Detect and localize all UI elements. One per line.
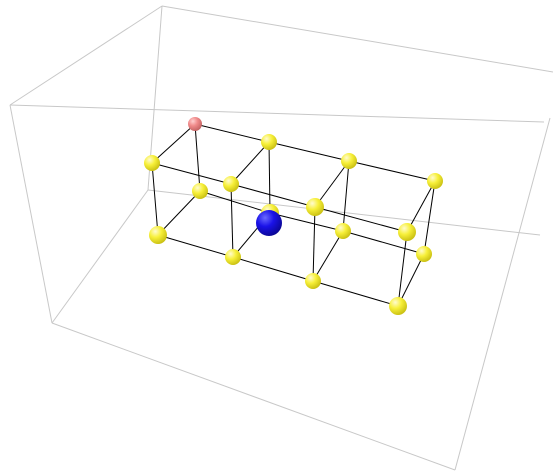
lattice-edge [230, 183, 234, 258]
bounding-box-edge [51, 322, 456, 471]
yellow-atom [149, 226, 167, 244]
lattice-edge [151, 123, 196, 164]
lattice-edge [342, 160, 350, 232]
lattice-edge [397, 231, 408, 307]
yellow-atom [306, 198, 324, 216]
lattice-edge [194, 123, 270, 143]
lattice-edge [157, 234, 234, 258]
yellow-atom [335, 223, 351, 239]
yellow-atom [144, 155, 160, 171]
yellow-atom [341, 153, 357, 169]
lattice-edge [314, 160, 350, 208]
lattice-edges [151, 123, 436, 307]
lattice-edge [230, 183, 316, 208]
lattice-edge [397, 253, 425, 307]
yellow-atom [416, 246, 432, 262]
lattice-edge [312, 280, 399, 307]
lattice-edge [199, 190, 271, 214]
lattice-edge [406, 180, 436, 233]
lattice-edge [342, 230, 425, 255]
yellow-atom [225, 249, 241, 265]
pink-atom [188, 117, 202, 131]
bounding-box-edge [9, 104, 53, 324]
lattice-edge [151, 162, 232, 185]
lattice-edge [194, 123, 201, 192]
bounding-box-edge [454, 117, 551, 471]
yellow-atom [223, 176, 239, 192]
lattice-edge [232, 256, 314, 282]
lattice-edge [230, 141, 270, 185]
lattice-edge [312, 230, 344, 282]
bounding-box-edge [147, 189, 541, 236]
bounding-box-edge [51, 189, 149, 324]
lattice-edge [314, 206, 408, 233]
bounding-box-edge [9, 104, 545, 123]
yellow-atom [305, 273, 321, 289]
bounding-box-edge [9, 5, 163, 106]
yellow-atom [398, 223, 416, 241]
lattice-edge [423, 180, 436, 255]
atoms [144, 117, 443, 315]
lattice-edge [157, 190, 201, 236]
bounding-box [9, 5, 553, 471]
lattice-edge [268, 141, 350, 162]
blue-atom [256, 210, 282, 236]
lattice-edge [348, 160, 436, 182]
lattice-edge [268, 141, 271, 214]
yellow-atom [261, 134, 277, 150]
lattice-edge [151, 162, 159, 236]
yellow-atom [389, 297, 407, 315]
bounding-box-edge [161, 5, 553, 73]
lattice-edge [312, 206, 316, 282]
yellow-atom [427, 173, 443, 189]
lattice-edge [269, 212, 344, 232]
yellow-atom [192, 183, 208, 199]
